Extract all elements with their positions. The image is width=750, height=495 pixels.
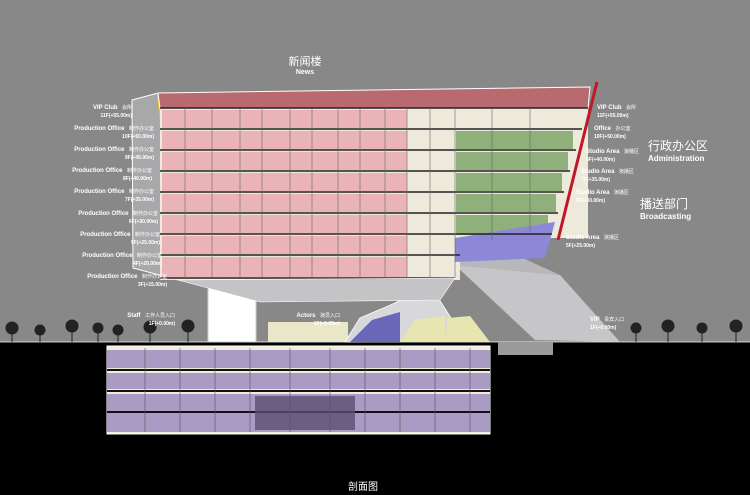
basement (106, 342, 553, 435)
trees (5, 319, 743, 342)
right-label-5f: Studio Area 演播区 5F(+25.00m) (566, 235, 619, 249)
right-label-11f: VIP Club 会所 11F(+55.00m) (597, 105, 637, 119)
tower (157, 81, 599, 280)
title-en: News (295, 69, 315, 76)
right-label-10f: Office 办公室 10F(+50.00m) (594, 126, 631, 140)
right-label-8f: Studio Area 演播区 8F(+40.00m) (586, 149, 639, 163)
left-label-10f: Production Office 制作办公室 10F(+50.00m) (74, 126, 154, 140)
drawing-caption: 剖面图 (348, 482, 378, 493)
zone-broadcasting: 播送部门 Broadcasting (640, 197, 692, 221)
title-zh: 新闻楼 (288, 56, 322, 68)
left-label-11f: VIP Club 会所 11F(+55.00m) (92, 105, 132, 119)
left-label-7f: Production Office 制作办公室 7F(+35.00m) (74, 189, 154, 203)
entrance-actors: Actors 演员入口 1F(+0.00m) (296, 313, 340, 327)
entrance-vip: VIP 贵宾入口 1F(+0.00m) (590, 317, 625, 331)
entrance-staff: Staff 工作人员入口 1F(+0.00m) (127, 313, 175, 327)
right-label-7f: Studio Area 演播区 7F(+35.00m) (581, 169, 634, 183)
left-label-9f: Production Office 制作办公室 9F(+45.00m) (74, 147, 154, 161)
tower-underside (177, 277, 456, 303)
left-label-4f: Production Office 制作办公室 4F(+20.00m) (82, 253, 162, 267)
red-edge (556, 81, 599, 241)
news-building-title: 新闻楼 News (275, 53, 335, 76)
left-label-5f: Production Office 制作办公室 5F(+25.00m) (80, 232, 160, 246)
left-label-8f: Production Office 制作办公室 8F(+40.00m) (72, 168, 152, 182)
left-label-6f: Production Office 制作办公室 6F(+30.00m) (78, 211, 158, 225)
left-label-3f: Production Office 制作办公室 3F(+15.00m) (87, 274, 167, 288)
zone-administration: 行政办公区 Administration (648, 139, 709, 163)
right-label-6f: Studio Area 演播区 6F(+30.00m) (576, 190, 629, 204)
